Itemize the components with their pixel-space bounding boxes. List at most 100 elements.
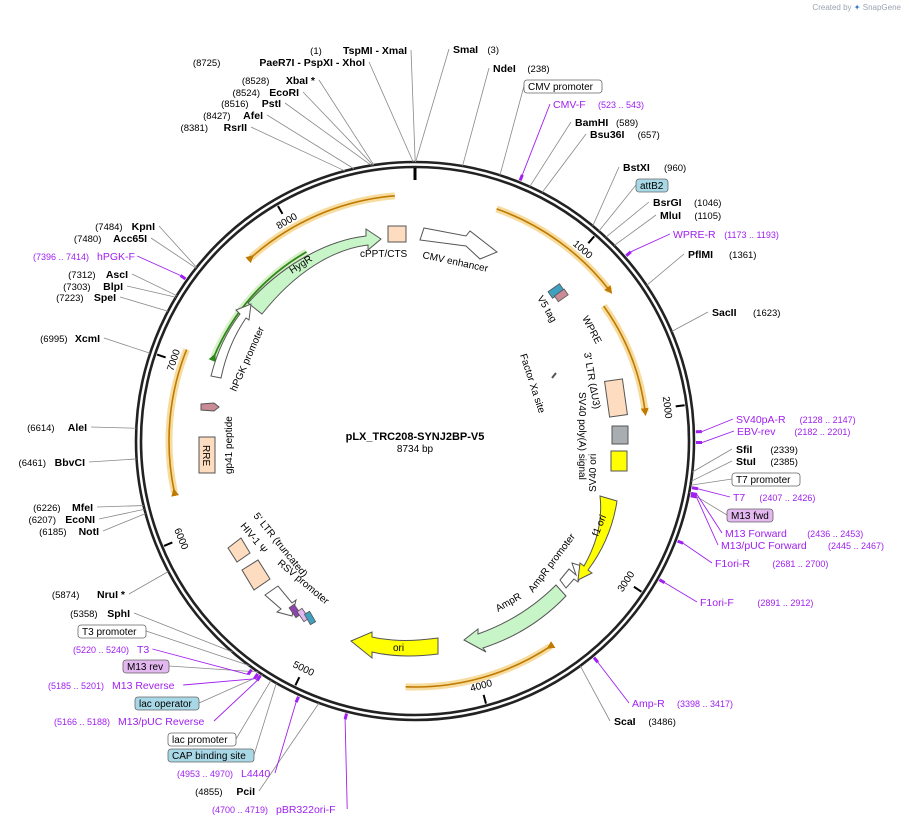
orf-arc-3[interactable] xyxy=(405,641,556,688)
primer-f1ori-f[interactable]: F1ori-F(2891 .. 2912) xyxy=(700,597,813,609)
feature-box-attb2[interactable]: attB2 xyxy=(635,178,669,193)
primer-ebv-rev[interactable]: EBV-rev(2182 .. 2201) xyxy=(737,426,850,438)
site-sfii[interactable]: SfiI(2339) xyxy=(736,444,798,456)
site-alei[interactable]: AleI(6614) xyxy=(27,422,87,434)
feature-gp41-peptide[interactable]: gp41 peptide xyxy=(200,402,235,474)
primer-name: F1ori-R xyxy=(715,558,750,570)
primer-mark[interactable] xyxy=(658,578,666,584)
primer-mark[interactable] xyxy=(625,250,632,257)
feature-box-cap-binding-site[interactable]: CAP binding site xyxy=(167,748,255,763)
primer-mark[interactable] xyxy=(246,668,253,676)
feature-sv40-ori[interactable]: SV40 ori xyxy=(588,450,628,492)
feature-box-t3-promoter[interactable]: T3 promoter xyxy=(77,624,147,639)
feature-box-frame xyxy=(134,696,200,711)
site-bsrgi[interactable]: BsrGI(1046) xyxy=(653,197,721,209)
primer-mark[interactable] xyxy=(343,713,349,720)
site-noti[interactable]: NotI(6185) xyxy=(39,526,99,538)
orf-arc-0[interactable] xyxy=(245,195,395,264)
feature-sv40-polya[interactable]: SV40 poly(A) signal xyxy=(576,392,629,480)
feature-box-t7-promoter[interactable]: T7 promoter xyxy=(731,472,801,487)
feature-box-m13-rev[interactable]: M13 rev xyxy=(122,659,170,674)
site-asci[interactable]: AscI(7312) xyxy=(68,269,128,281)
primer-mark[interactable] xyxy=(690,494,697,499)
primer-sv40pa-r[interactable]: SV40pA-R(2128 .. 2147) xyxy=(736,414,856,426)
site-mlui[interactable]: MluI(1105) xyxy=(660,210,721,222)
site-ndei[interactable]: NdeI(238) xyxy=(493,63,550,75)
primer-hpgk-f[interactable]: (7396 .. 7414)hPGK-F xyxy=(33,251,135,263)
primer-mark[interactable] xyxy=(690,491,698,496)
site-sphi[interactable]: SphI(5358) xyxy=(70,608,130,620)
feature-wpre[interactable]: WPRE xyxy=(579,314,603,346)
feature-f1-ori[interactable]: f1 ori xyxy=(577,495,618,581)
site-pflmi[interactable]: PflMI(1361) xyxy=(688,249,756,261)
site-paer7i-pspxi-xhoi[interactable]: PaeR7I - PspXI - XhoI(8725) xyxy=(193,57,365,69)
site-scai[interactable]: ScaI(3486) xyxy=(614,716,676,728)
site-mfei[interactable]: MfeI(6226) xyxy=(33,502,93,514)
site-acc65i[interactable]: Acc65I(7480) xyxy=(74,233,147,245)
site-pcii[interactable]: PciI(4855) xyxy=(195,786,255,798)
primer-t7[interactable]: T7(2407 .. 2426) xyxy=(733,492,815,504)
site-name: SfiI xyxy=(736,444,752,456)
site-stui[interactable]: StuI(2385) xyxy=(736,456,798,468)
site-name: BbvCI xyxy=(55,457,85,469)
site-smai[interactable]: SmaI(3) xyxy=(453,44,499,56)
site-name: XbaI * xyxy=(286,75,316,87)
site-blpi[interactable]: BlpI(7303) xyxy=(63,281,123,293)
primer-mark[interactable] xyxy=(255,674,262,682)
primer-mark[interactable] xyxy=(691,486,699,491)
feature-cppt-cts[interactable]: cPPT/CTS xyxy=(360,225,408,260)
primer-amp-r[interactable]: Amp-R(3398 .. 3417) xyxy=(632,698,733,710)
orf-hygr-arc[interactable] xyxy=(208,251,307,363)
orf-arc-4[interactable] xyxy=(168,349,188,497)
feature-box-m13-fwd[interactable]: M13 fwd xyxy=(726,508,774,523)
primer-mark[interactable] xyxy=(592,656,599,664)
primer-m13-puc-forward[interactable]: M13/pUC Forward(2445 .. 2467) xyxy=(721,540,884,552)
site-ecori[interactable]: EcoRI(8524) xyxy=(233,87,300,99)
site-xcmi[interactable]: XcmI(6995) xyxy=(40,333,100,345)
primer-cmv-f[interactable]: CMV-F(523 .. 543) xyxy=(553,99,644,111)
orf-arc-1[interactable] xyxy=(496,208,613,294)
site-position: (6461) xyxy=(19,458,46,469)
feature-factor-xa-site[interactable]: Factor Xa site xyxy=(517,353,557,415)
primer-mark[interactable] xyxy=(179,274,187,281)
feature-v5-tag[interactable]: V5 tag xyxy=(534,283,569,325)
site-bamhi[interactable]: BamHI(589) xyxy=(575,117,638,129)
site-econi[interactable]: EcoNI(6207) xyxy=(29,514,96,526)
site-afei[interactable]: AfeI(8427) xyxy=(203,110,263,122)
site-position: (7312) xyxy=(68,270,95,281)
site-sacii[interactable]: SacII(1623) xyxy=(712,307,780,319)
feature-box-cmv-promoter[interactable]: CMV promoter xyxy=(523,79,603,94)
primer-m13-reverse[interactable]: (5185 .. 5201)M13 Reverse xyxy=(48,680,175,692)
site-nrui-[interactable]: NruI *(5874) xyxy=(52,589,126,601)
feature-3ltr[interactable]: 3' LTR (ΔU3) xyxy=(581,352,628,418)
primer-m13-forward[interactable]: M13 Forward(2436 .. 2453) xyxy=(725,528,863,540)
site-leader xyxy=(158,225,197,268)
feature-ampr[interactable]: AmpR xyxy=(463,584,567,653)
site-bstxi[interactable]: BstXI(960) xyxy=(623,162,686,174)
site-xbai-[interactable]: XbaI *(8528) xyxy=(242,75,316,87)
orf-arc-2[interactable] xyxy=(603,305,649,417)
primer-mark[interactable] xyxy=(294,696,300,703)
site-bsu36i[interactable]: Bsu36I(657) xyxy=(590,129,660,141)
site-kpni[interactable]: KpnI(7484) xyxy=(95,221,155,233)
site-psti[interactable]: PstI(8516) xyxy=(221,98,281,110)
feature-box-lac-promoter[interactable]: lac promoter xyxy=(167,732,237,747)
primer-wpre-r[interactable]: WPRE-R(1173 .. 1193) xyxy=(673,229,779,241)
site-rsrii[interactable]: RsrII(8381) xyxy=(181,122,248,134)
site-spei[interactable]: SpeI(7223) xyxy=(56,292,116,304)
feature-box-frame xyxy=(523,79,603,94)
feature-cmv-enhancer[interactable]: CMV enhancer xyxy=(419,227,498,275)
primer-t3[interactable]: (5220 .. 5240)T3 xyxy=(73,644,149,656)
feature-box-lac-operator[interactable]: lac operator xyxy=(134,696,200,711)
primer-f1ori-r[interactable]: F1ori-R(2681 .. 2700) xyxy=(715,558,828,570)
primer-mark[interactable] xyxy=(253,672,259,680)
site-bbvci[interactable]: BbvCI (6461) xyxy=(19,457,86,469)
primer-mark[interactable] xyxy=(677,539,684,545)
primer-mark[interactable] xyxy=(518,174,524,181)
primer-l4440[interactable]: (4953 .. 4970)L4440 xyxy=(177,768,270,780)
feature-rre[interactable]: RRE xyxy=(198,436,216,474)
site-tspmi-xmai[interactable]: TspMI - XmaI(1) xyxy=(310,45,407,57)
primer-m13-puc-reverse[interactable]: (5166 .. 5188)M13/pUC Reverse xyxy=(54,716,205,728)
primer-pbr322ori-f[interactable]: (4700 .. 4719)pBR322ori-F xyxy=(212,804,336,816)
feature-ori[interactable]: ori xyxy=(350,631,439,660)
